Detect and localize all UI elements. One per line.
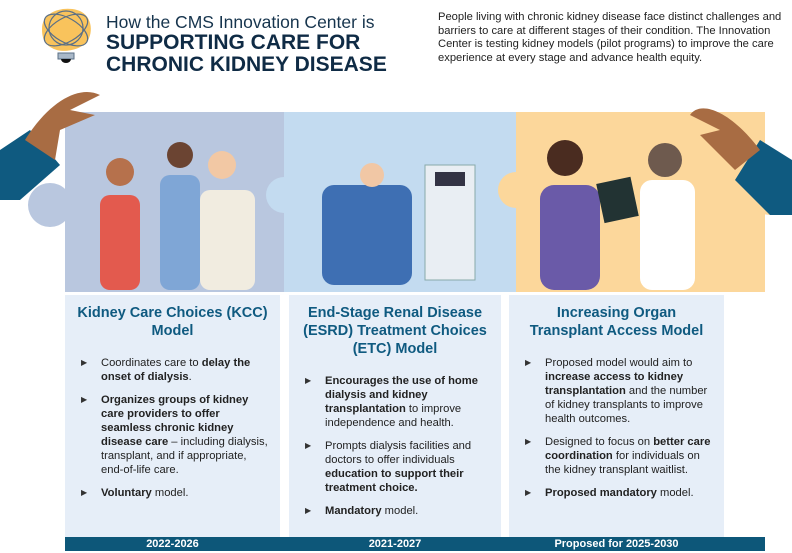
- text: model.: [151, 487, 189, 499]
- puzzle-hands-illustration: [0, 92, 792, 290]
- bullet-arrow-icon: ▶: [525, 437, 532, 446]
- lightbulb-logo-icon: [42, 8, 91, 63]
- model-years: 2021-2027: [368, 538, 422, 550]
- bold-text: better care coordination: [545, 436, 711, 462]
- bullet-item: ▶ Organizes groups of kidney care provide…: [77, 393, 268, 477]
- bold-text: delay the onset of dialysis: [101, 357, 251, 383]
- years-footer-bar: 2022-2026 2021-2027 Proposed for 2025-2030: [65, 537, 765, 551]
- bold-text: education to support their treatment cho…: [325, 468, 464, 494]
- model-bullets: ▶ Coordinates care to delay the onset of …: [77, 356, 268, 500]
- bullet-arrow-icon: ▶: [305, 441, 312, 450]
- dialysis-scene: [322, 163, 476, 285]
- bold-text: Mandatory: [325, 505, 382, 517]
- text: model.: [656, 487, 694, 499]
- bullet-arrow-icon: ▶: [525, 488, 532, 497]
- bullet-arrow-icon: ▶: [81, 395, 88, 404]
- model-title: Kidney Care Choices (KCC) Model: [77, 305, 268, 339]
- bullet-arrow-icon: ▶: [81, 358, 88, 367]
- bullet-arrow-icon: ▶: [305, 506, 312, 515]
- bold-text: increase access to kidney transplantatio…: [545, 371, 684, 397]
- model-card: End-Stage Renal Disease (ESRD) Treatment…: [289, 295, 501, 537]
- model-years: 2022-2026: [146, 538, 199, 550]
- right-hand-icon: [690, 108, 792, 215]
- text: for individuals on the kidney transplant…: [545, 450, 700, 476]
- left-hand-icon: [0, 92, 100, 200]
- bullet-item: ▶ Mandatory model.: [301, 504, 489, 518]
- bullet-arrow-icon: ▶: [525, 358, 532, 367]
- text: to improve independence and health.: [325, 403, 462, 429]
- title-line-1: How the CMS Innovation Center is: [106, 12, 375, 32]
- doctors-group: [100, 142, 255, 290]
- model-years: Proposed for 2025-2030: [554, 538, 679, 550]
- text: Prompts dialysis facilities and doctors …: [325, 440, 472, 466]
- text: and the number of kidney transplants to …: [545, 385, 708, 425]
- text: Coordinates care to: [101, 357, 202, 369]
- model-bullets: ▶ Encourages the use of home dialysis and…: [301, 374, 489, 518]
- bullet-item: ▶ Designed to focus on better care coordi…: [521, 435, 712, 477]
- bullet-item: ▶ Coordinates care to delay the onset of …: [77, 356, 268, 384]
- bold-text: Proposed mandatory: [545, 487, 657, 499]
- model-card: Kidney Care Choices (KCC) Model ▶ Coordina…: [65, 295, 280, 537]
- intro-text: People living with chronic kidney diseas…: [438, 11, 782, 64]
- bullet-item: ▶ Proposed model would aim to increase ac…: [521, 356, 712, 426]
- text: .: [188, 371, 192, 383]
- bold-text: Encourages the use of home dialysis and …: [325, 375, 478, 415]
- bullet-item: ▶ Prompts dialysis facilities and doctors…: [301, 439, 489, 495]
- bullet-item: ▶ Proposed mandatory model.: [521, 486, 712, 500]
- model-title: Increasing Organ Transplant Access Model: [529, 305, 704, 339]
- title-line-3: CHRONIC KIDNEY DISEASE: [106, 53, 387, 76]
- text: – including dialysis, transplant, and if…: [101, 436, 268, 476]
- model-card: Increasing Organ Transplant Access Model…: [509, 295, 724, 537]
- model-bullets: ▶ Proposed model would aim to increase ac…: [521, 356, 712, 500]
- bullet-item: ▶ Encourages the use of home dialysis and…: [301, 374, 489, 430]
- model-title: End-Stage Renal Disease (ESRD) Treatment…: [303, 305, 487, 357]
- text: Proposed model would aim to: [545, 357, 693, 369]
- title-line-2: SUPPORTING CARE FOR: [106, 31, 361, 54]
- text: model.: [381, 505, 419, 517]
- transplant-scene: [540, 140, 695, 290]
- bold-text: Organizes groups of kidney care provider…: [101, 394, 249, 448]
- bold-text: Voluntary: [101, 487, 152, 499]
- bullet-item: ▶ Voluntary model.: [77, 486, 268, 500]
- bullet-arrow-icon: ▶: [81, 488, 88, 497]
- text: Designed to focus on: [545, 436, 654, 448]
- bullet-arrow-icon: ▶: [305, 376, 312, 385]
